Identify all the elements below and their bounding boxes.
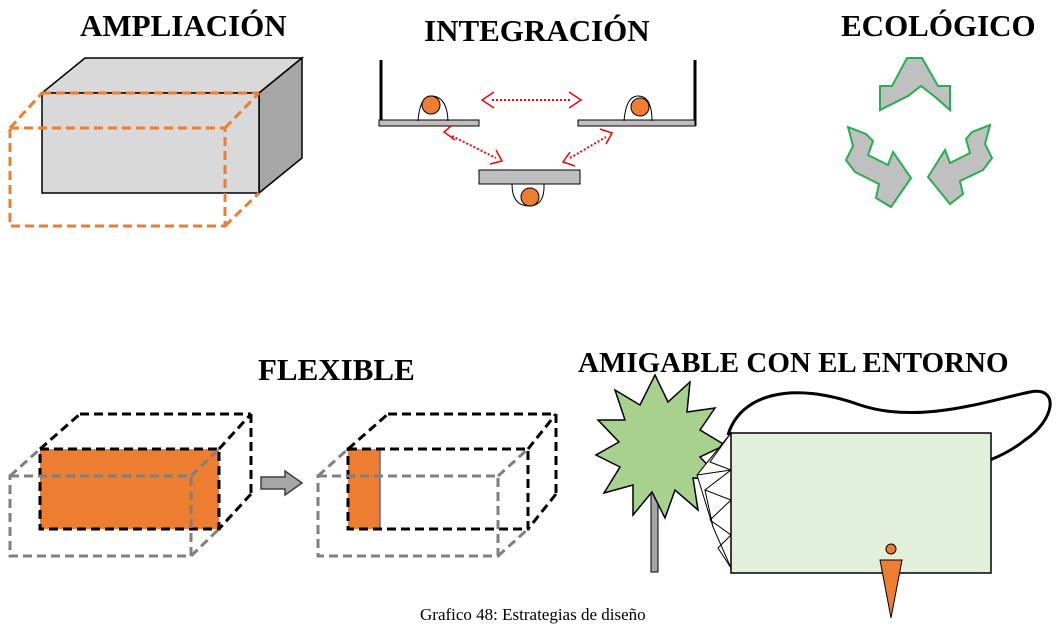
expansion-dashed-outline: [8, 91, 261, 228]
amigable-title: AMIGABLE CON EL ENTORNO: [578, 347, 1009, 379]
landscape-outline: [726, 389, 1052, 462]
ampliacion-diagram: [8, 56, 305, 228]
person-icon: [520, 187, 540, 207]
flexible-title: FLEXIBLE: [258, 352, 415, 387]
orange-block: [40, 449, 219, 529]
integracion-title: INTEGRACIÓN: [424, 13, 650, 48]
person-icon: [630, 97, 650, 117]
building: [730, 432, 992, 574]
transform-arrow: [260, 469, 304, 497]
orange-strip: [348, 449, 380, 529]
flexible-diagram-1: [8, 412, 253, 558]
arrow-heads: [442, 91, 614, 167]
platform-left: [378, 60, 480, 127]
person-icon: [421, 95, 441, 115]
platform-bottom: [478, 169, 581, 207]
ampliacion-title: AMPLIACIÓN: [80, 8, 287, 43]
recycle-icon: [844, 57, 994, 209]
person-marker-icon: [879, 543, 903, 618]
box-front-face: [41, 92, 260, 194]
ecologico-title: ECOLÓGICO: [841, 8, 1036, 43]
tree-icon: [594, 373, 727, 520]
connection-arrows: [451, 99, 607, 159]
flexible-diagram-2: [316, 412, 558, 558]
integracion-diagram: [378, 60, 697, 207]
platform-right: [577, 60, 697, 127]
box-top-face: [39, 57, 305, 94]
amigable-diagram: [594, 373, 1052, 618]
